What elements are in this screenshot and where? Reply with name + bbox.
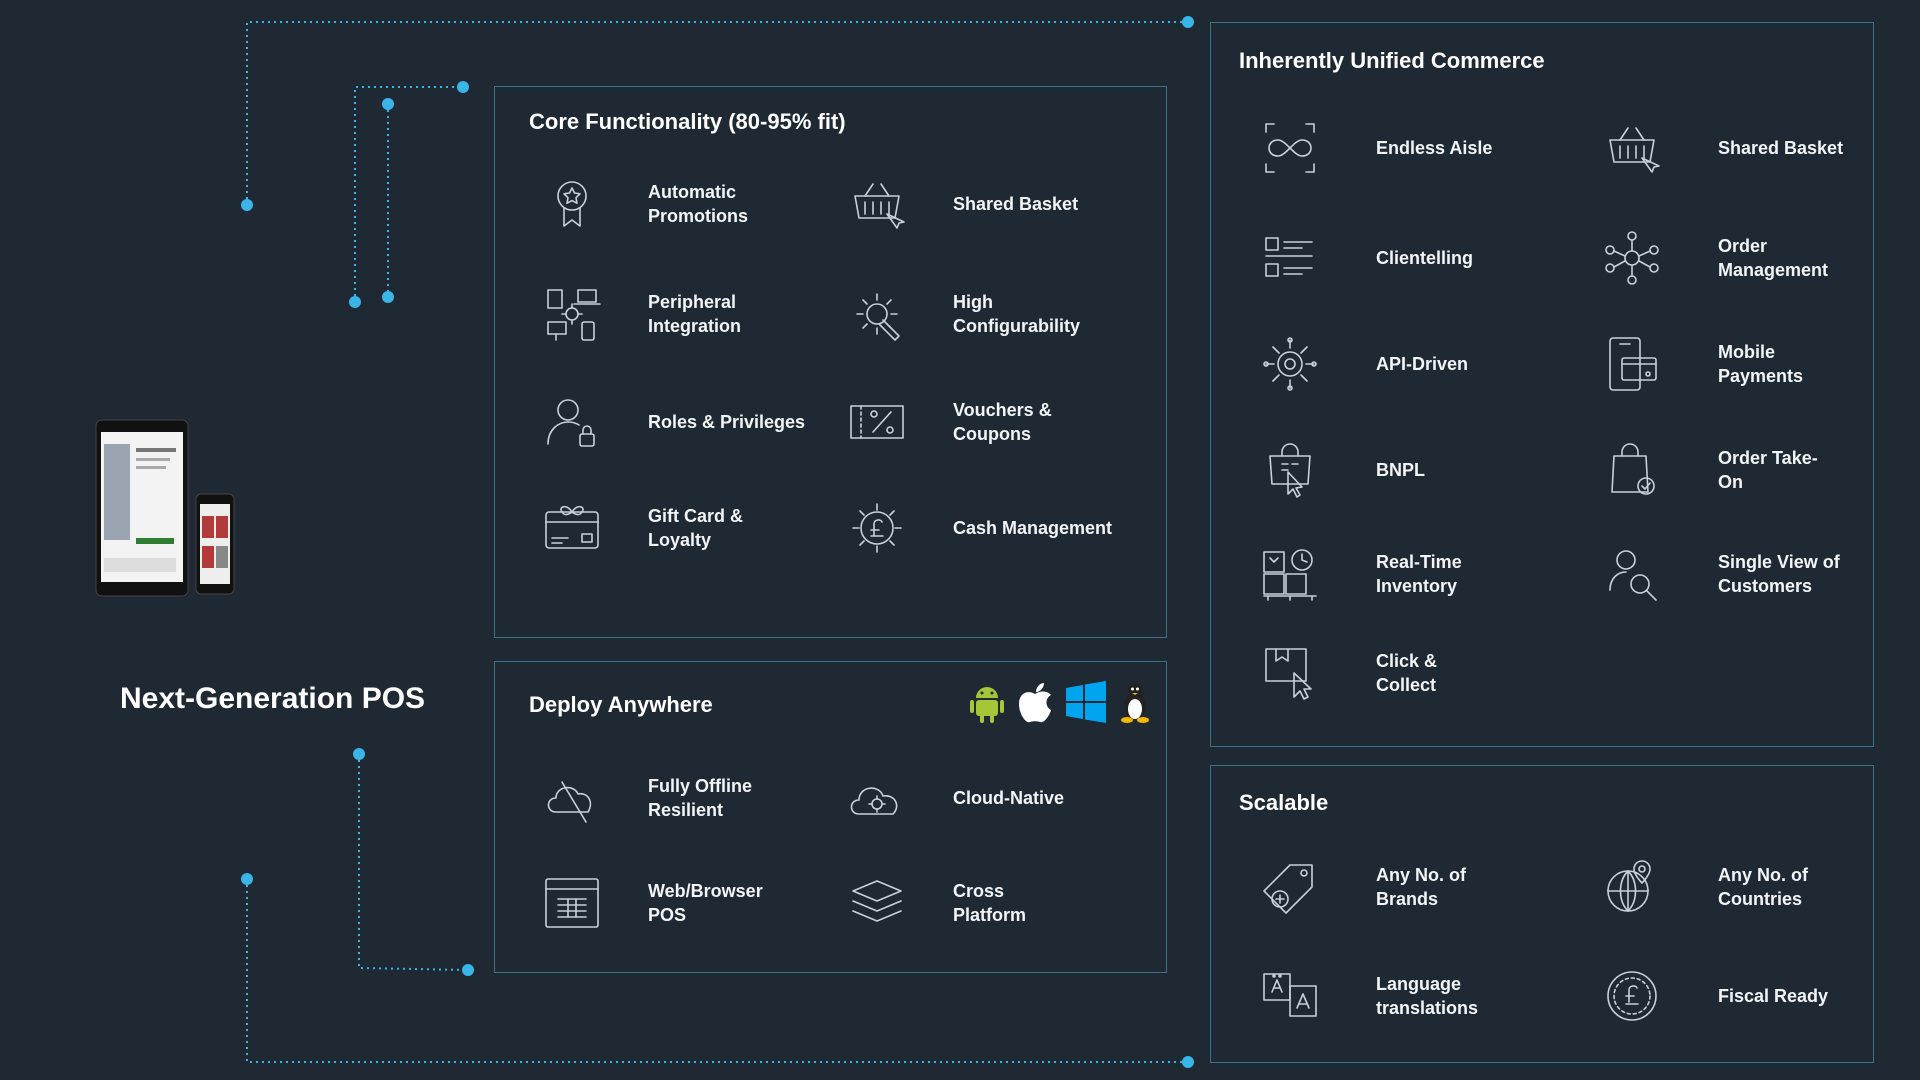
pound-coin-icon [1600, 964, 1664, 1028]
android-icon [970, 687, 1004, 723]
feature-label: Clientelling [1376, 248, 1474, 268]
mobile-card-icon [1600, 332, 1664, 396]
scalable-feature-item: Any No. of Brands [1258, 855, 1546, 919]
pos-devices-illustration [95, 419, 235, 597]
tag-plus-icon [1258, 855, 1322, 919]
unified-feature-item: Single View of Customers [1600, 542, 1888, 606]
deploy-feature-item: Web/Browser POS [540, 871, 818, 935]
unified-feature-item: Real-Time Inventory [1258, 542, 1546, 606]
scalable-feature-item: Any No. of Countries [1600, 855, 1888, 919]
gift-card-icon [540, 496, 604, 560]
unified-feature-item: Clientelling [1258, 226, 1546, 290]
browser-window-icon [540, 871, 604, 935]
shopping-bag-cursor-icon [1258, 438, 1322, 502]
deploy-anywhere-panel: Deploy Anywhere [494, 661, 1167, 973]
warehouse-clock-icon [1258, 542, 1322, 606]
feature-label: Automatic Promotions [648, 182, 749, 226]
list-checklist-icon [1258, 226, 1322, 290]
feature-label: Order Take- On [1718, 448, 1818, 492]
api-gear-icon [1258, 332, 1322, 396]
feature-label: BNPL [1376, 460, 1425, 480]
percent-coupon-icon [845, 390, 909, 454]
infinity-icon [1258, 116, 1322, 180]
feature-label: Any No. of Countries [1718, 865, 1808, 909]
translate-icon [1258, 964, 1322, 1028]
deploy-feature-item: Cross Platform [845, 871, 1123, 935]
shared-basket-icon [845, 172, 909, 236]
feature-label: Order Management [1718, 236, 1829, 280]
panel-title: Core Functionality (80-95% fit) [529, 109, 846, 134]
feature-label: Cloud-Native [953, 788, 1065, 808]
core-feature-item: Shared Basket [845, 172, 1123, 236]
cloud-gear-icon [845, 766, 909, 830]
feature-label: Click & Collect [1376, 651, 1438, 695]
feature-label: Fiscal Ready [1718, 986, 1829, 1006]
user-search-icon [1600, 542, 1664, 606]
feature-label: Web/Browser POS [648, 881, 763, 925]
box-cursor-icon [1258, 641, 1322, 705]
layers-icon [845, 871, 909, 935]
apple-icon [1019, 683, 1051, 723]
scalable-feature-item: Fiscal Ready [1600, 964, 1888, 1028]
bag-check-icon [1600, 438, 1664, 502]
core-feature-item: High Configurability [845, 282, 1123, 346]
core-feature-item: Roles & Privileges [540, 390, 818, 454]
shared-basket-icon [1600, 116, 1664, 180]
panel-title: Deploy Anywhere [529, 692, 713, 717]
core-feature-item: Cash Management [845, 496, 1123, 560]
deploy-feature-item: Fully Offline Resilient [540, 766, 818, 830]
linux-icon [1121, 683, 1149, 723]
feature-label: Endless Aisle [1376, 138, 1493, 158]
user-lock-icon [540, 390, 604, 454]
network-nodes-icon [1600, 226, 1664, 290]
feature-label: Shared Basket [1718, 138, 1844, 158]
unified-feature-item: Shared Basket [1600, 116, 1888, 180]
unified-commerce-panel: Inherently Unified Commerce [1210, 22, 1874, 747]
os-icons [968, 680, 1152, 724]
feature-label: Cash Management [953, 518, 1113, 538]
peripheral-devices-icon [540, 282, 604, 346]
scalable-panel: Scalable [1210, 765, 1874, 1063]
unified-feature-item: Order Take- On [1600, 438, 1888, 502]
feature-label: Shared Basket [953, 194, 1079, 214]
core-feature-item: Vouchers & Coupons [845, 390, 1123, 454]
windows-icon [1066, 681, 1106, 723]
feature-label: Peripheral Integration [648, 292, 741, 336]
core-feature-item: Peripheral Integration [540, 282, 818, 346]
feature-label: API-Driven [1376, 354, 1469, 374]
core-feature-item: Automatic Promotions [540, 172, 818, 236]
pound-gear-icon [845, 496, 909, 560]
feature-label: Roles & Privileges [648, 412, 806, 432]
deploy-feature-item: Cloud-Native [845, 766, 1123, 830]
award-ribbon-icon [540, 172, 604, 236]
panel-title: Inherently Unified Commerce [1239, 48, 1545, 73]
feature-label: Real-Time Inventory [1376, 552, 1462, 596]
unified-feature-item: Endless Aisle [1258, 116, 1546, 180]
feature-label: Single View of Customers [1718, 552, 1840, 596]
gear-wrench-icon [845, 282, 909, 346]
panel-title: Scalable [1239, 790, 1329, 815]
cloud-offline-icon [540, 766, 604, 830]
globe-pin-icon [1600, 855, 1664, 919]
feature-label: Gift Card & Loyalty [648, 506, 744, 550]
scalable-feature-item: Language translations [1258, 964, 1546, 1028]
feature-label: High Configurability [953, 292, 1080, 336]
unified-feature-item: BNPL [1258, 438, 1546, 502]
core-functionality-panel: Core Functionality (80-95% fit) [494, 86, 1167, 638]
unified-feature-item: Click & Collect [1258, 641, 1546, 705]
core-feature-item: Gift Card & Loyalty [540, 496, 818, 560]
unified-feature-item: Mobile Payments [1600, 332, 1888, 396]
feature-label: Cross Platform [953, 881, 1027, 925]
feature-label: Vouchers & Coupons [953, 400, 1052, 444]
pos-title: Next-Generation POS [120, 682, 426, 715]
feature-label: Mobile Payments [1718, 342, 1804, 386]
unified-feature-item: Order Management [1600, 226, 1888, 290]
feature-label: Language translations [1376, 974, 1479, 1018]
feature-label: Any No. of Brands [1376, 865, 1466, 909]
unified-feature-item: API-Driven [1258, 332, 1546, 396]
feature-label: Fully Offline Resilient [648, 776, 753, 820]
